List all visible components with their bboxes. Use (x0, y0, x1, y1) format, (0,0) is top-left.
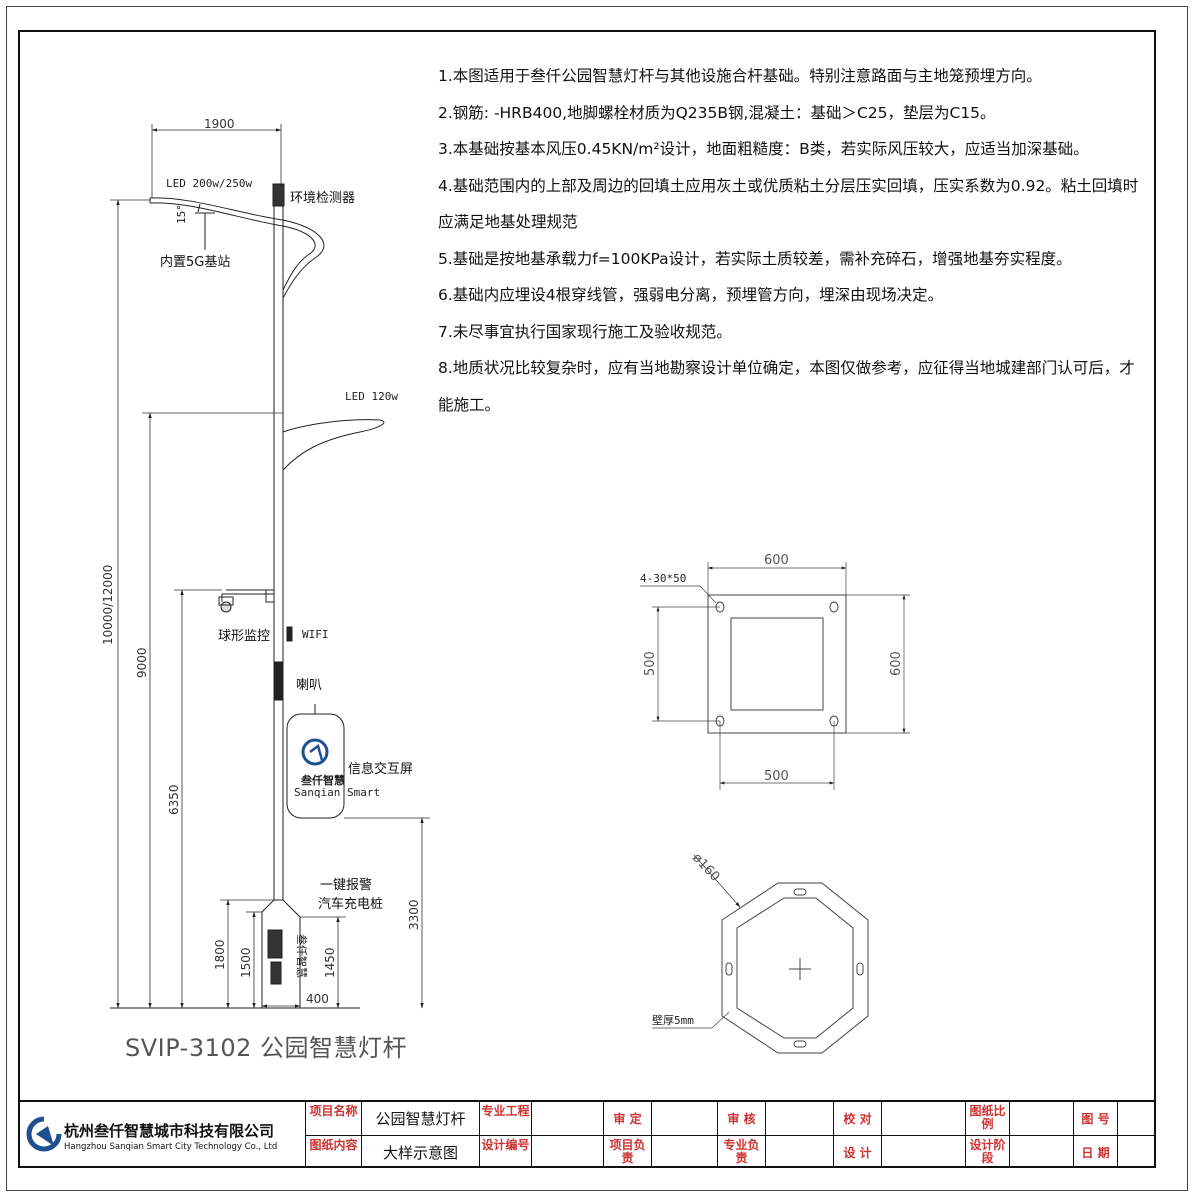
design-notes: 1.本图适用于叁仟公园智慧灯杆与其他设施合杆基础。特别注意路面与主地笼预埋方向。… (438, 58, 1148, 423)
dim-400: 400 (306, 992, 329, 1006)
pole-section (652, 854, 869, 1054)
company-cell: 杭州叁仟智慧城市科技有限公司 Hangzhou Sanqian Smart Ci… (20, 1102, 306, 1168)
date-value (1118, 1135, 1156, 1168)
top-arm (149, 197, 325, 299)
proof-value (882, 1102, 966, 1135)
note-3: 3.本基础按基本风压0.45KN/m²设计，地面粗糙度：B类，若实际风压较大，应… (438, 140, 1089, 158)
label-speaker: 喇叭 (296, 678, 322, 693)
cabinet-text: 叁仟智慧 (295, 934, 309, 978)
pole-dimensions (110, 124, 430, 1009)
dim-arm-width: 1900 (204, 117, 235, 131)
technical-drawing: 叁仟智慧 Sanqian Smart 叁仟智慧 LED 200w/250w 15… (101, 117, 910, 1054)
label-wifi: WIFI (302, 628, 329, 641)
label-base-station: 内置5G基站 (160, 254, 230, 270)
label-env-detector: 环境检测器 (290, 191, 355, 206)
label-alarm: 一键报警 (320, 877, 372, 893)
design-value (882, 1135, 966, 1168)
company-name-en: Hangzhou Sanqian Smart City Technology C… (64, 1142, 278, 1152)
plate-holes: 4-30*50 (640, 572, 686, 585)
date-label: 日 期 (1074, 1135, 1118, 1168)
review-label: 审 定 (604, 1102, 652, 1135)
note-1: 1.本图适用于叁仟公园智慧灯杆与其他设施合杆基础。特别注意路面与主地笼预埋方向。 (438, 67, 1042, 85)
note-6: 6.基础内应埋设4根穿线管，强弱电分离，预埋管方向，埋深由现场决定。 (438, 286, 944, 304)
screen-logo-en: Sanqian Smart (294, 786, 380, 799)
drawing-frame (18, 30, 1156, 1168)
plate-top-width: 600 (764, 553, 789, 568)
specialty-lead-value (766, 1135, 834, 1168)
project-lead-label: 项目负责 (604, 1135, 652, 1168)
scale-value (1010, 1102, 1074, 1135)
pole-elevation (110, 183, 385, 1009)
dim-3300: 3300 (407, 899, 421, 930)
company-logo-icon (26, 1116, 62, 1152)
section-wall: 壁厚5mm (652, 1013, 694, 1027)
design-stage-value (1010, 1135, 1074, 1168)
check-label: 审 核 (718, 1102, 766, 1135)
specialty-value (532, 1102, 604, 1135)
env-detector-icon (272, 183, 285, 207)
proof-label: 校 对 (834, 1102, 882, 1135)
screen-logo: 叁仟智慧 Sanqian Smart (294, 738, 380, 799)
dim-1450: 1450 (323, 947, 337, 978)
specialty-label: 专业工程 (480, 1102, 532, 1135)
section-diameter: ø160 (689, 850, 722, 884)
label-angle: 15° (175, 204, 188, 224)
project-name-label: 项目名称 (306, 1102, 362, 1135)
note-4: 4.基础范围内的上部及周边的回填土应用灰土或优质粘土分层压实回填，压实系数为0.… (438, 176, 1139, 232)
note-7: 7.未尽事宜执行国家现行施工及验收规范。 (438, 322, 732, 341)
drawing-content-value: 大样示意图 (362, 1135, 480, 1168)
base-plate (640, 562, 910, 790)
note-2: 2.钢筋: -HRB400,地脚螺栓材质为Q235B钢,混凝土：基础＞C25，垫… (438, 103, 996, 122)
specialty-lead-label: 专业负责 (718, 1135, 766, 1168)
label-dome-camera: 球形监控 (218, 629, 270, 644)
scale-label: 图纸比例 (966, 1102, 1010, 1135)
design-stage-label: 设计阶段 (966, 1135, 1010, 1168)
dim-1500: 1500 (239, 947, 253, 978)
note-8: 8.地质状况比较复杂时，应有当地勘察设计单位确定，本图仅做参考，应征得当地城建部… (438, 359, 1135, 414)
dim-9000: 9000 (135, 647, 149, 678)
project-name-value: 公园智慧灯杆 (362, 1102, 480, 1135)
label-led-top: LED 200w/250w (166, 177, 252, 190)
plate-left-height: 500 (643, 651, 658, 676)
title-block: 杭州叁仟智慧城市科技有限公司 Hangzhou Sanqian Smart Ci… (20, 1100, 1156, 1168)
mid-arm (282, 419, 385, 472)
check-value (766, 1102, 834, 1135)
plate-bottom-width: 500 (764, 769, 789, 784)
speaker-icon (274, 661, 284, 701)
dim-1800: 1800 (213, 939, 227, 970)
info-screen (286, 713, 345, 819)
wifi-icon (286, 626, 293, 642)
label-led-mid: LED 120w (345, 390, 398, 403)
drawing-content-label: 图纸内容 (306, 1135, 362, 1168)
label-info-screen: 信息交互屏 (348, 761, 413, 777)
dim-6350: 6350 (167, 784, 181, 815)
model-title: SVIP-3102 公园智慧灯杆 (125, 1034, 408, 1062)
drawing-no-value (1118, 1102, 1156, 1135)
design-no-value (532, 1135, 604, 1168)
design-no-label: 设计编号 (480, 1135, 532, 1168)
screen-logo-cn: 叁仟智慧 (300, 773, 345, 787)
note-5: 5.基础是按地基承载力f=100KPa设计，若实际土质较差，需补充碎石，增强地基… (438, 249, 1072, 268)
review-value (652, 1102, 718, 1135)
project-lead-value (652, 1135, 718, 1168)
company-name-cn: 杭州叁仟智慧城市科技有限公司 (64, 1122, 275, 1140)
label-charger: 汽车充电桩 (318, 896, 383, 912)
design-label: 设 计 (834, 1135, 882, 1168)
dome-camera-icon (220, 601, 232, 613)
outer-border (6, 6, 1188, 1191)
drawing-no-label: 图 号 (1074, 1102, 1118, 1135)
plate-right-height: 600 (889, 651, 904, 676)
dim-total: 10000/12000 (101, 565, 115, 645)
